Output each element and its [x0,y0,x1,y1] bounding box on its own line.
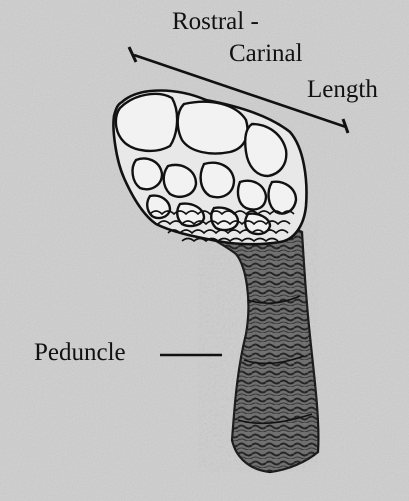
length-label-line-2: Carinal [229,40,303,68]
lateral-plate-2 [164,165,196,197]
peduncle-label: Peduncle [34,339,126,367]
lateral-plate-1 [133,159,162,190]
scutum-plate [116,94,177,151]
length-label-line-3: Length [307,76,378,104]
length-label-line-1: Rostral - [172,8,259,36]
tergum-plate [178,102,248,154]
lateral-plate-3 [201,163,234,197]
